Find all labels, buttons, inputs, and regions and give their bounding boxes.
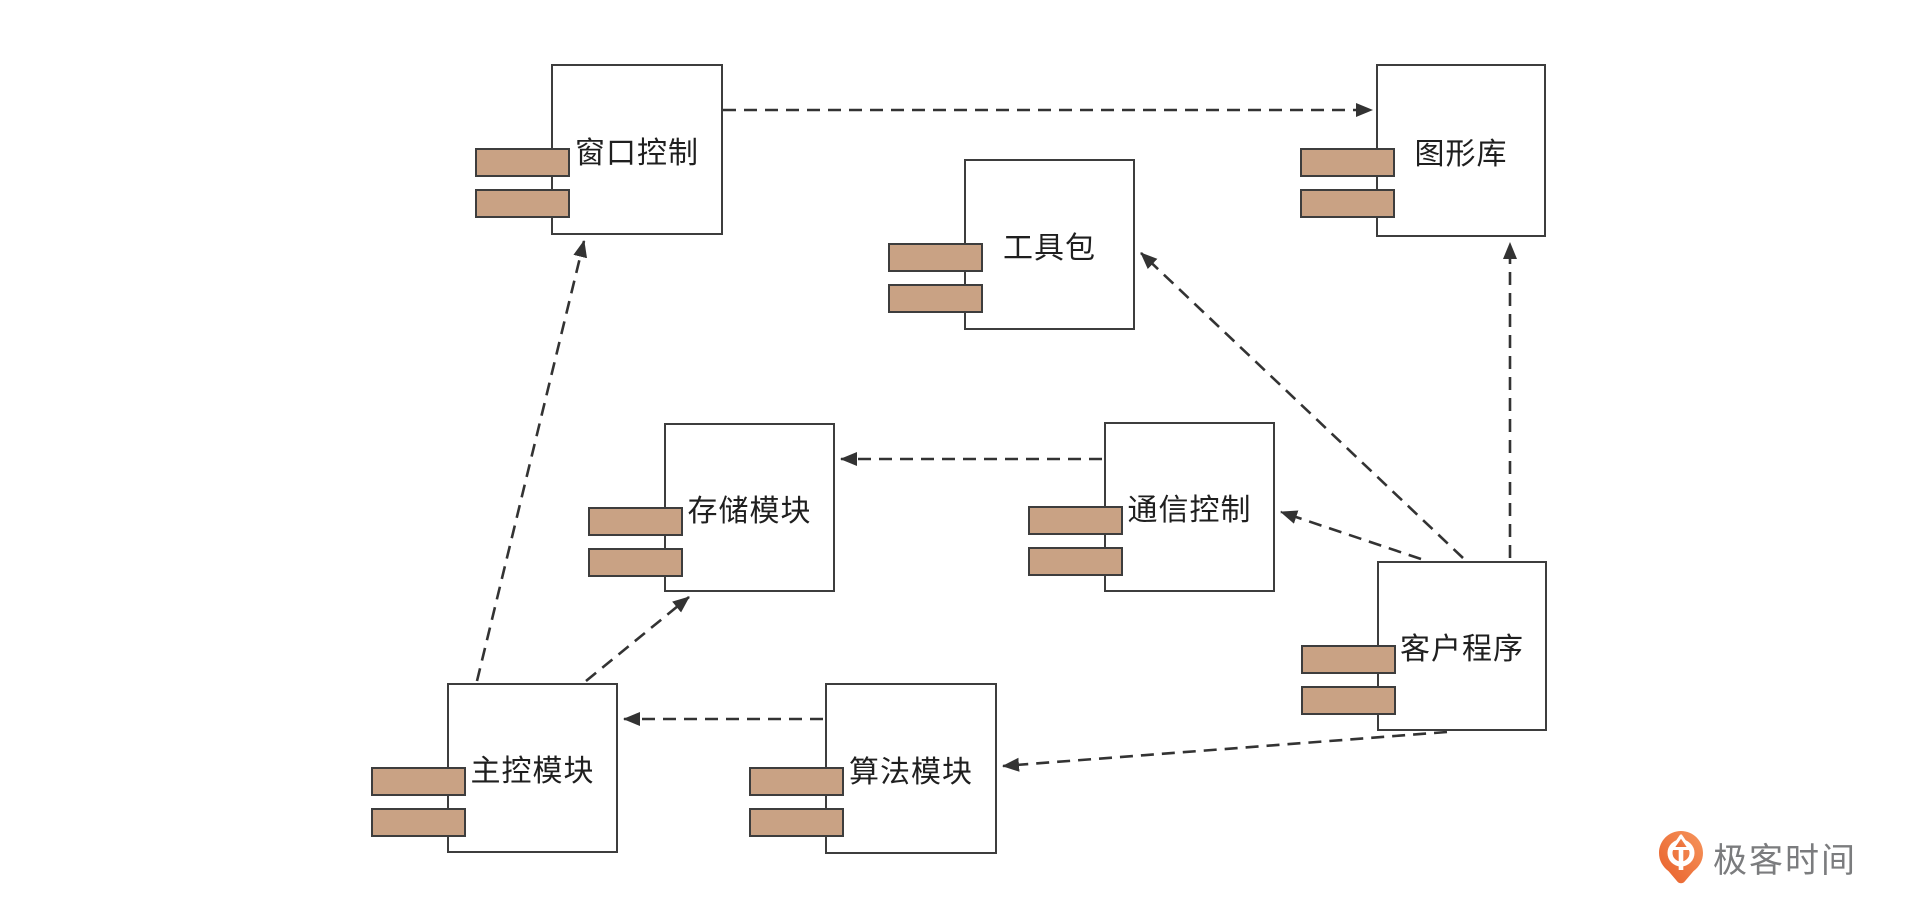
interface-tab <box>888 284 983 313</box>
interface-tab <box>1301 686 1396 715</box>
interface-tab <box>371 767 466 796</box>
interface-tab <box>749 808 844 837</box>
component-client-program: 客户程序 <box>1301 561 1547 731</box>
interface-tab <box>1300 148 1395 177</box>
interface-tab <box>588 507 683 536</box>
interface-tab <box>1300 189 1395 218</box>
geektime-pin-icon <box>1659 831 1703 884</box>
component-label: 图形库 <box>1414 137 1508 171</box>
component-window-control: 窗口控制 <box>475 64 723 235</box>
component-communication-control: 通信控制 <box>1028 422 1275 592</box>
interface-tab <box>888 243 983 272</box>
component-label: 算法模块 <box>849 755 973 789</box>
component-toolkit: 工具包 <box>888 159 1135 330</box>
interface-tab <box>1028 547 1123 576</box>
interface-tab <box>475 189 570 218</box>
interface-tab <box>1301 645 1396 674</box>
arrow-client-to-algorithm <box>1002 730 1448 772</box>
component-label: 主控模块 <box>470 755 595 788</box>
geektime-logo-text: 极客时间 <box>1713 842 1857 880</box>
component-storage-module: 存储模块 <box>588 423 835 592</box>
arrow-main-control-to-storage-module <box>585 595 690 683</box>
interface-tab <box>475 148 570 177</box>
interface-tab <box>371 808 466 837</box>
component-main-control-module: 主控模块 <box>371 683 618 853</box>
interface-tab <box>749 767 844 796</box>
arrow-client-to-communication <box>1280 510 1422 561</box>
component-label: 通信控制 <box>1127 494 1252 527</box>
interface-tab <box>1028 506 1123 535</box>
interface-tab <box>588 548 683 577</box>
component-label: 存储模块 <box>687 494 812 528</box>
component-algorithm-module: 算法模块 <box>749 683 997 854</box>
component-label: 客户程序 <box>1400 633 1524 666</box>
component-graphics-library: 图形库 <box>1300 64 1546 237</box>
component-label: 工具包 <box>1003 231 1096 265</box>
component-label: 窗口控制 <box>575 136 699 170</box>
geektime-logo: 极客时间 <box>1658 830 1857 885</box>
arrow-main-control-to-window-control <box>475 240 588 682</box>
